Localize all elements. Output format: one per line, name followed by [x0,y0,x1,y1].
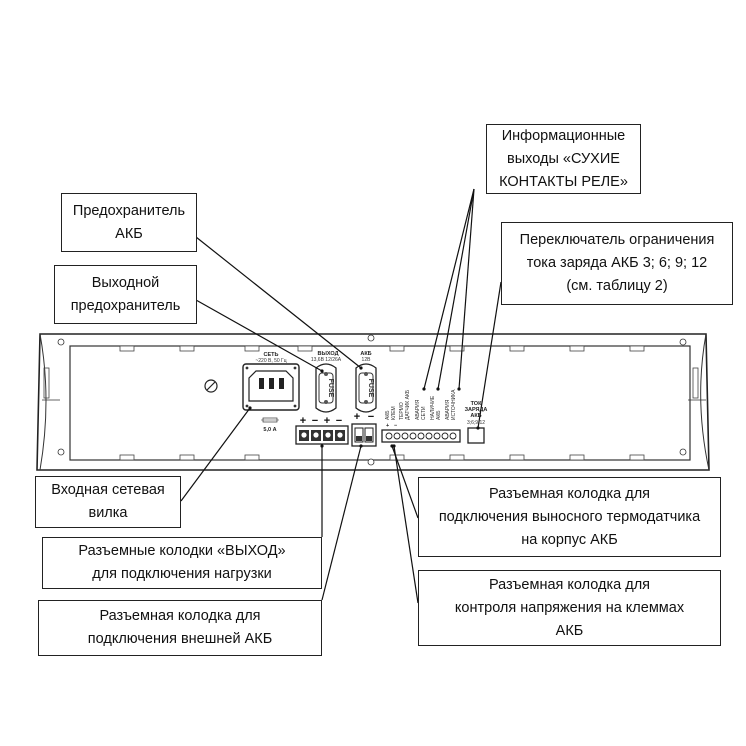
callout-ext-battery-terminal: Разъемная колодка для подключения внешне… [38,600,322,656]
relay-label-1: АКБ [385,410,391,420]
plus-sign-3: + [354,411,360,423]
plus-sign-2: + [324,415,330,427]
output-label-2: 13,6В 12/26А [311,357,342,363]
mains-inlet [242,363,300,411]
relay-label-5b: ИСТОЧНИКА [451,389,457,420]
leader-lines [180,188,502,604]
charge-label-4: 3;6;9;12 [467,420,485,426]
minus-sign-1: − [312,415,318,427]
mains-fuse-rating: 5,0 А [263,427,276,433]
charge-label-3: АКБ [470,413,481,419]
relay-label-3b: СЕТИ [421,406,427,420]
relay-label-5: АВАРИЯ [445,399,451,420]
mains-fuse-icon [261,417,279,423]
minus-sign-3: − [368,411,374,423]
battery-label-1: АКБ [360,351,371,357]
relay-terminal-block [381,429,461,443]
output-label-1: ВЫХОД [317,351,338,357]
mains-label-2: ~220 В, 50 Гц [255,358,286,364]
callout-mains-plug: Входная сетевая вилка [35,476,181,528]
output-fuse-holder [315,363,337,413]
leader-arrowheads [248,366,480,448]
relay-label-2b: ДАТЧИК АКБ [405,389,411,420]
charge-current-switch [467,427,485,444]
relay-plus: + [386,423,389,429]
battery-label-2: 12В [362,357,372,363]
fuse-word-battery: FUSE [367,379,374,398]
relay-label-4b: АКБ [436,410,442,420]
relay-label-3: АВАРИЯ [415,399,421,420]
mains-label-1: СЕТЬ [264,352,279,358]
ground-screw-icon [204,379,218,393]
relay-label-2: ТЕРМО [399,402,405,420]
plus-sign-1: + [300,415,306,427]
callout-output-terminals: Разъемные колодки «ВЫХОД» для подключени… [42,537,322,589]
callout-dry-contacts: Информационные выходы «СУХИЕ КОНТАКТЫ РЕ… [486,124,641,194]
relay-labels: АКБ КЛЕМ ТЕРМО ДАТЧИК АКБ АВАРИЯ СЕТИ НА… [385,389,457,420]
battery-fuse-holder [355,363,377,413]
callout-thermo-terminal: Разъемная колодка для подключения выносн… [418,477,721,557]
callout-voltage-terminal: Разъемная колодка для контроля напряжени… [418,570,721,646]
charge-label-2: ЗАРЯДА [465,407,488,413]
callout-battery-fuse: Предохранитель АКБ [61,193,197,252]
callout-output-fuse: Выходной предохранитель [54,265,197,324]
relay-minus: − [394,423,397,429]
output-terminal-block [295,425,349,445]
fuse-word-output: FUSE [327,379,334,398]
charge-label-1: ТОК [471,401,483,407]
minus-sign-2: − [336,415,342,427]
relay-label-1b: КЛЕМ [391,406,397,420]
callout-charge-switch: Переключатель ограничения тока заряда АК… [501,222,733,305]
relay-label-4: НАЛИЧИЕ [430,395,436,420]
battery-terminal-block [351,423,377,447]
